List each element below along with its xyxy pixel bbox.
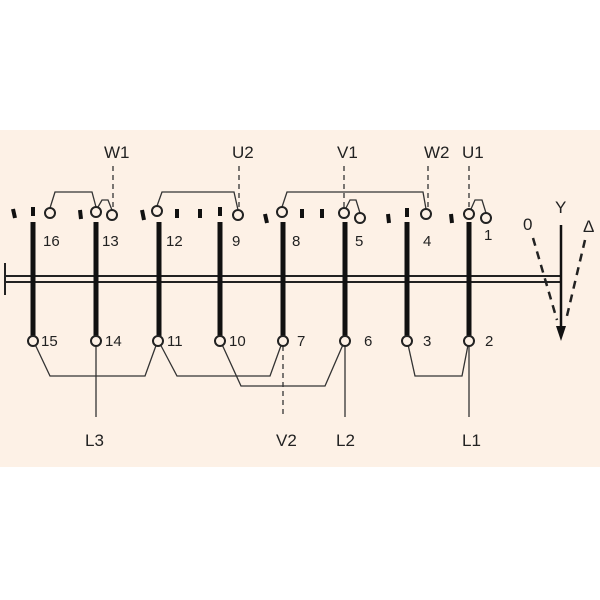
- terminal-circle: [354, 212, 366, 224]
- cam-tick: [140, 209, 146, 221]
- label-star: Y: [555, 198, 566, 217]
- wire-11-7: [157, 339, 284, 377]
- label-w2: W2: [424, 143, 450, 162]
- terminal-circle: [463, 208, 475, 220]
- contact-bars: [30, 222, 472, 336]
- terminal-number: 1: [484, 227, 492, 244]
- cam-tick: [386, 213, 391, 224]
- terminal-number: 6: [364, 333, 372, 350]
- terminal-number: 14: [105, 333, 122, 350]
- terminal-circle: [152, 335, 164, 347]
- terminal-circle: [480, 212, 492, 224]
- terminal-circle: [276, 206, 288, 218]
- switch-position-indicator: 0 Y Δ: [523, 198, 594, 341]
- position-off-dash: [531, 237, 559, 321]
- label-l1: L1: [462, 431, 481, 450]
- terminal-circle: [339, 335, 351, 347]
- terminal-circle: [44, 207, 56, 219]
- arrow-down-icon: [556, 326, 566, 341]
- cam-tick: [11, 208, 17, 219]
- terminal-circle: [27, 335, 39, 347]
- label-u2: U2: [232, 143, 254, 162]
- wire-8-4: [281, 191, 427, 210]
- terminals: [27, 205, 492, 347]
- terminal-circle: [90, 206, 102, 218]
- wire-12-9: [156, 191, 239, 211]
- terminal-number: 4: [423, 233, 431, 250]
- terminal-circle: [420, 208, 432, 220]
- label-v2: V2: [276, 431, 297, 450]
- terminal-circle: [463, 335, 475, 347]
- terminal-circle: [401, 335, 413, 347]
- terminal-number: 2: [485, 333, 493, 350]
- wire-15-11: [32, 339, 159, 377]
- terminal-number: 7: [297, 333, 305, 350]
- bridge-1: [470, 199, 487, 214]
- wire-16-13: [49, 191, 97, 209]
- labels: W1 U2 V1 W2 U1 V2 L3 L2 L1: [85, 143, 484, 450]
- terminal-circle: [277, 335, 289, 347]
- terminal-number: 16: [43, 233, 60, 250]
- label-w1: W1: [104, 143, 130, 162]
- label-u1: U1: [462, 143, 484, 162]
- wire-3-2: [406, 339, 470, 377]
- terminal-circle: [151, 205, 163, 217]
- terminal-circle: [214, 335, 226, 347]
- terminal-circle: [232, 209, 244, 221]
- terminal-number: 8: [292, 233, 300, 250]
- label-l3: L3: [85, 431, 104, 450]
- terminal-number: 12: [166, 233, 183, 250]
- terminal-number: 15: [41, 333, 58, 350]
- label-v1: V1: [337, 143, 358, 162]
- bridge-5: [345, 199, 361, 214]
- terminal-number: 9: [232, 233, 240, 250]
- label-l2: L2: [336, 431, 355, 450]
- background-panel: [0, 130, 600, 467]
- terminal-number: 13: [102, 233, 119, 250]
- terminal-number: 10: [229, 333, 246, 350]
- cam-tick: [449, 213, 454, 224]
- cam-ticks: [11, 207, 454, 224]
- cam-tick: [78, 209, 83, 220]
- dashed-leads: [112, 166, 470, 418]
- terminal-circle: [90, 335, 102, 347]
- terminal-numbers: 16 13 12 9 8 5 4 1 15 14 11 10 7 6 3 2: [41, 227, 493, 350]
- terminal-number: 11: [167, 333, 183, 350]
- terminal-number: 3: [423, 333, 431, 350]
- terminal-circle: [338, 207, 350, 219]
- cam-tick: [263, 213, 269, 224]
- label-delta: Δ: [583, 217, 594, 236]
- label-off: 0: [523, 215, 532, 234]
- bridge-13: [97, 199, 113, 211]
- terminal-number: 5: [355, 233, 363, 250]
- terminal-circle: [106, 209, 118, 221]
